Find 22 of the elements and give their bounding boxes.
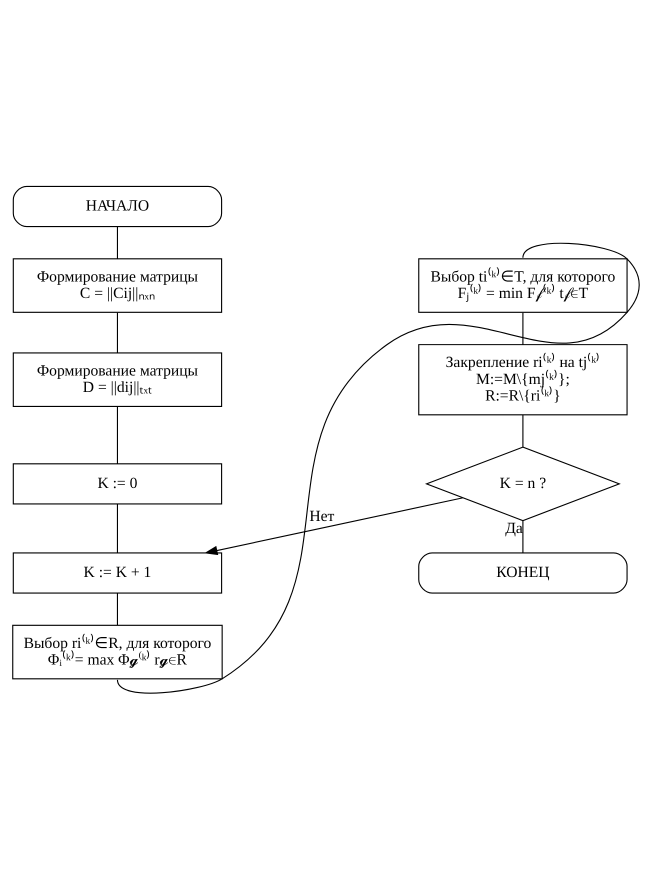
node-box: Формирование матрицы D = ||dij||ₜₓₜ bbox=[12, 352, 222, 406]
connector bbox=[522, 312, 524, 344]
node-box: НАЧАЛО bbox=[12, 185, 222, 227]
arrow bbox=[204, 496, 463, 555]
connector bbox=[116, 312, 118, 352]
connector bbox=[116, 226, 118, 258]
edge-label: Нет bbox=[309, 508, 334, 525]
edge-label: Да bbox=[505, 519, 523, 536]
node-box: КОНЕЦ bbox=[418, 552, 628, 594]
node-box: K := 0 bbox=[12, 462, 222, 504]
node-box: Выбор ri⁽ᵏ⁾∈R, для которого Φᵢ⁽ᵏ⁾= max Φ𝓰⁽ᵏ⁾ r𝓰∈R bbox=[12, 624, 223, 679]
node-diamond: K = n ? bbox=[425, 446, 621, 521]
connector bbox=[116, 406, 118, 464]
connector bbox=[522, 414, 524, 447]
node-box: Выбор ti⁽ᵏ⁾∈T, для которого Fⱼ⁽ᵏ⁾ = min F𝒻⁽ᵏ⁾ t𝒻∈T bbox=[418, 258, 628, 312]
connector bbox=[116, 242, 640, 694]
node-box: Закрепление ri⁽ᵏ⁾ на tj⁽ᵏ⁾ M:=M\{mj⁽ᵏ⁾}; R:=R\{ri⁽ᵏ⁾} bbox=[418, 344, 628, 415]
connector bbox=[116, 592, 118, 625]
connector bbox=[522, 520, 524, 552]
connector bbox=[116, 504, 118, 552]
node-box: Формирование матрицы C = ||Cij||ₙₓₙ bbox=[12, 258, 222, 312]
node-box: K := K + 1 bbox=[12, 552, 222, 594]
